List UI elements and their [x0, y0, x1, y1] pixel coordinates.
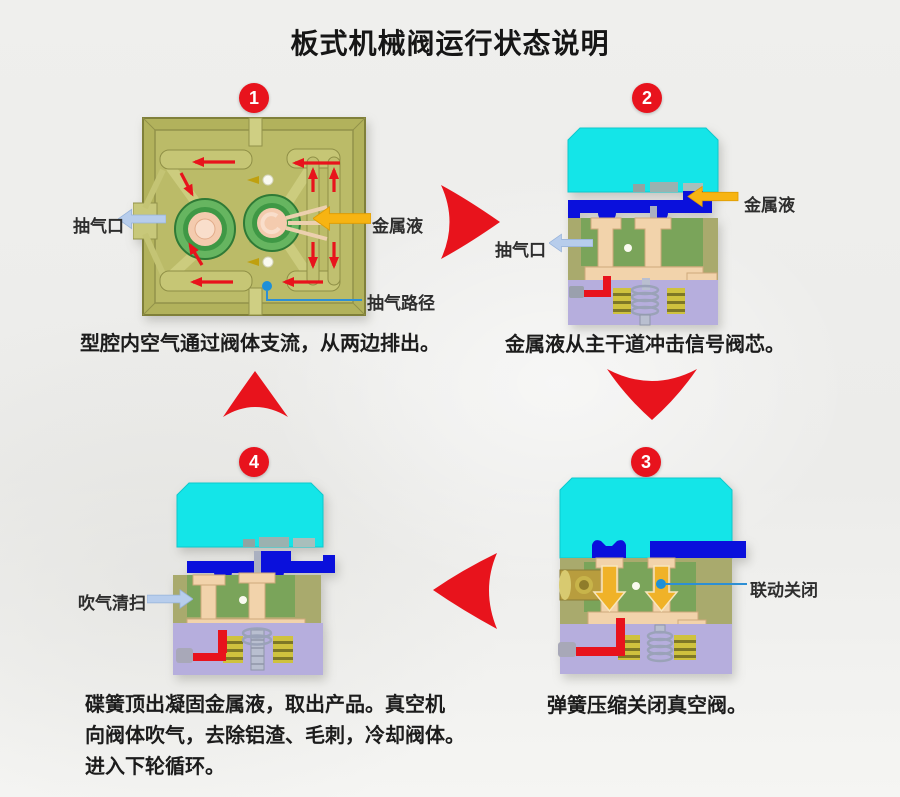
step-1-badge: 1: [239, 83, 269, 113]
vent-dot: [624, 244, 632, 252]
valve-spools: [584, 206, 718, 292]
linked-close-dot-icon: [656, 579, 666, 589]
cycle-arrow-left-icon: [433, 553, 497, 629]
vent-dots: [247, 174, 274, 268]
step-4-caption: 碟簧顶出凝固金属液，取出产品。真空机 向阀体吹气，去除铝渣、毛刺，冷却阀体。 进…: [85, 694, 465, 778]
air-path-dot-icon: [262, 281, 272, 291]
label-air-path: 抽气路径: [367, 294, 435, 313]
mold-top-block: [567, 127, 719, 193]
valve-section-impact-illustration: [567, 127, 719, 326]
closed-port-cylinder: [559, 569, 603, 601]
step-3-badge: 3: [631, 447, 661, 477]
label-metal-liquid-1: 金属液: [372, 217, 423, 236]
callout-leader-lines: [266, 291, 747, 585]
cycle-arrow-right-icon: [441, 185, 500, 259]
metal-liquid-arrow-left-icon: [313, 205, 371, 232]
lower-die: [173, 623, 323, 675]
suction-port-arrow-left-icon: [549, 233, 593, 253]
metal-liquid-arrow-left-icon: [687, 185, 739, 208]
lower-die: [568, 278, 718, 326]
step-4-badge: 4: [239, 447, 269, 477]
step-2-caption: 金属液从主干道冲击信号阀芯。: [505, 334, 785, 356]
step-2-badge: 2: [632, 83, 662, 113]
label-suction-port-1: 抽气口: [73, 217, 124, 236]
label-linked-close: 联动关闭: [750, 581, 818, 600]
step-1-caption: 型腔内空气通过阀体支流，从两边排出。: [80, 333, 440, 355]
mold-top-block: [176, 482, 324, 548]
metal-liquid-layer: [592, 540, 746, 558]
page-title: 板式机械阀运行状态说明: [290, 28, 610, 59]
main-valve-port: [243, 194, 301, 252]
vent-dot: [632, 582, 640, 590]
vent-dot: [239, 596, 247, 604]
signal-valve-port: [174, 198, 236, 260]
air-flow-arrows-icon: [179, 157, 340, 287]
cycle-arrow-up-icon: [223, 371, 288, 417]
valve-section-cleaning-illustration: [173, 482, 335, 675]
label-metal-liquid-2: 金属液: [744, 196, 795, 215]
step-3-caption: 弹簧压缩关闭真空阀。: [547, 695, 747, 717]
blow-clean-arrow-right-icon: [147, 589, 193, 609]
suction-port-arrow-left-icon: [118, 208, 166, 230]
label-blow-clean: 吹气清扫: [78, 594, 146, 613]
vacuum-pipe: [569, 276, 611, 298]
vacuum-pipe: [558, 618, 625, 657]
label-suction-port-2: 抽气口: [495, 241, 546, 260]
vacuum-pipe: [176, 630, 227, 663]
cycle-arrow-down-icon: [607, 369, 697, 420]
